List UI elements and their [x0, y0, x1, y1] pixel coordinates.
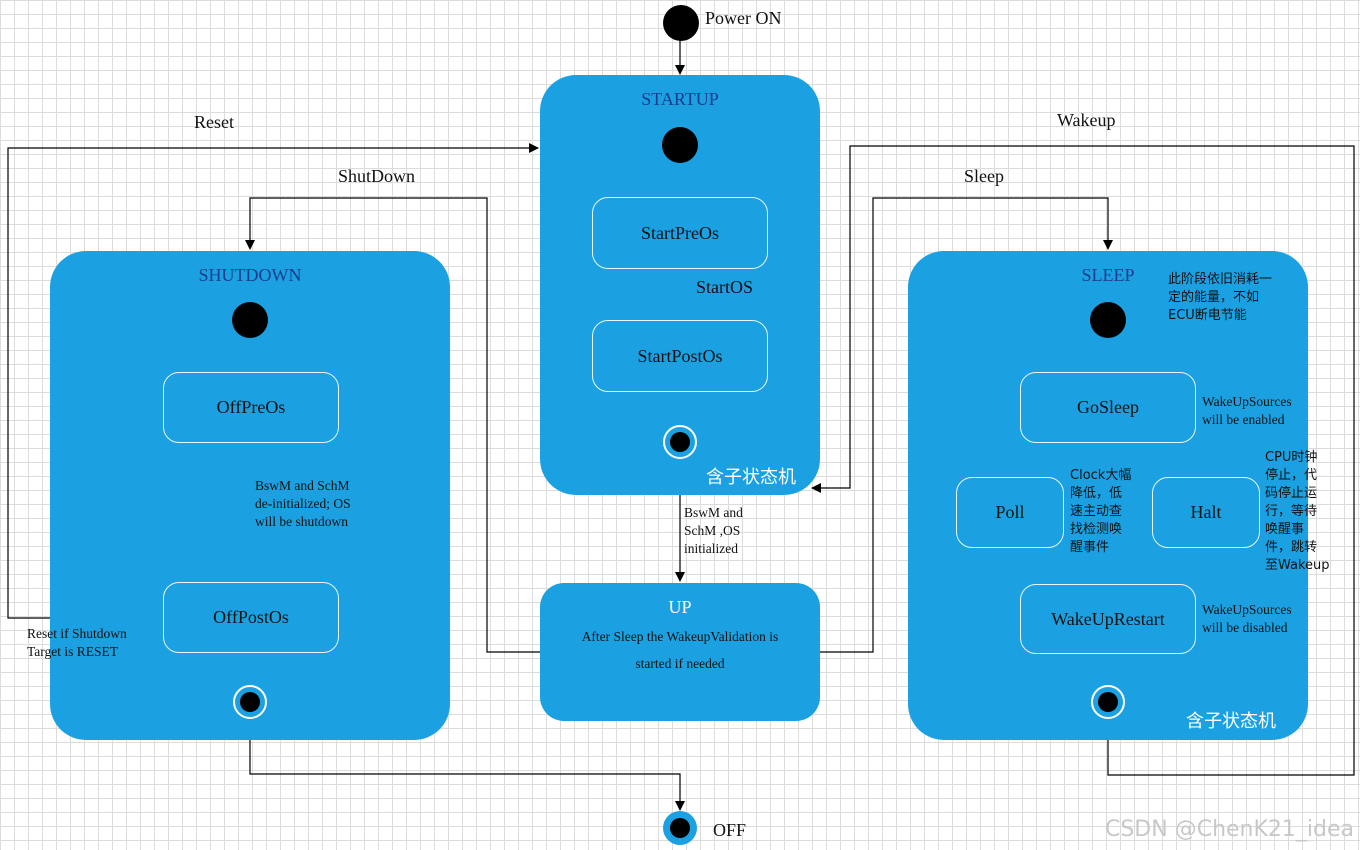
state-wake-up-restart[interactable]: WakeUpRestart [1020, 584, 1196, 654]
reset-label: Reset [194, 112, 234, 132]
state-go-sleep[interactable]: GoSleep [1020, 372, 1196, 443]
shutdown-initial [232, 302, 268, 338]
sleep-submachine-tag: 含子状态机 [1186, 711, 1276, 732]
sleep-title: SLEEP [1081, 265, 1135, 285]
startup-title: STARTUP [641, 89, 719, 109]
state-off-post-os[interactable]: OffPostOs [163, 582, 339, 653]
sleep-initial [1090, 302, 1126, 338]
state-halt[interactable]: Halt [1152, 477, 1260, 548]
off-final [663, 811, 697, 845]
watermark: CSDN @ChenK21_idea [1104, 817, 1354, 842]
shutdown-composite: SHUTDOWN OffPreOs OffPostOs [50, 251, 450, 740]
edge-sleep [818, 197, 1113, 653]
up-description: After Sleep the WakeupValidation is star… [581, 629, 779, 671]
edge-shutdown [245, 197, 540, 653]
wakeup-label: Wakeup [1057, 110, 1116, 130]
state-start-pre-os[interactable]: StartPreOs [592, 197, 768, 269]
startup-initial [662, 127, 698, 163]
startup-final [663, 425, 697, 459]
state-off-pre-os[interactable]: OffPreOs [163, 372, 339, 443]
sleep-composite: SLEEP GoSleep Poll Halt WakeUpRestart 含子… [908, 251, 1308, 740]
note-cpu-halt: CPU时钟 停止，代 码停止运 行，等待 唤醒事 件，跳转 至Wakeup [1265, 450, 1330, 573]
note-wakeup-disabled: WakeUpSources will be disabled [1202, 602, 1292, 635]
note-reset-if-shutdown: Reset if Shutdown Target is RESET [27, 626, 127, 659]
up-title: UP [668, 597, 692, 617]
startup-submachine-tag: 含子状态机 [706, 467, 796, 488]
state-poll[interactable]: Poll [956, 477, 1064, 548]
edge-wakeup [811, 145, 1355, 776]
shutdown-label: ShutDown [338, 166, 416, 186]
sleep-final [1091, 685, 1125, 719]
note-clock-reduce: Clock大幅 降低，低 速主动查 找检测唤 醒事件 [1070, 468, 1132, 555]
sleep-label: Sleep [964, 166, 1004, 186]
off-label: OFF [713, 820, 747, 840]
startup-composite: STARTUP StartPreOs StartPostOs 含子状态机 [540, 75, 820, 495]
power-on-label: Power ON [705, 8, 782, 28]
note-bswm-deinitialized: BswM and SchM de-initialized; OS will be… [255, 478, 351, 529]
note-wakeup-enabled: WakeUpSources will be enabled [1202, 394, 1292, 427]
startos-label: StartOS [696, 277, 754, 297]
edge-shutdown-off [249, 740, 685, 811]
up-composite: UP After Sleep the WakeupValidation is s… [540, 583, 820, 721]
shutdown-title: SHUTDOWN [198, 265, 302, 285]
note-sleep-energy: 此阶段依旧消耗一 定的能量，不如 ECU断电节能 [1168, 272, 1273, 323]
note-bswm-initialized: BswM and SchM ,OS initialized [684, 505, 743, 556]
shutdown-final [233, 685, 267, 719]
power-on-initial [663, 5, 699, 41]
state-start-post-os[interactable]: StartPostOs [592, 320, 768, 392]
